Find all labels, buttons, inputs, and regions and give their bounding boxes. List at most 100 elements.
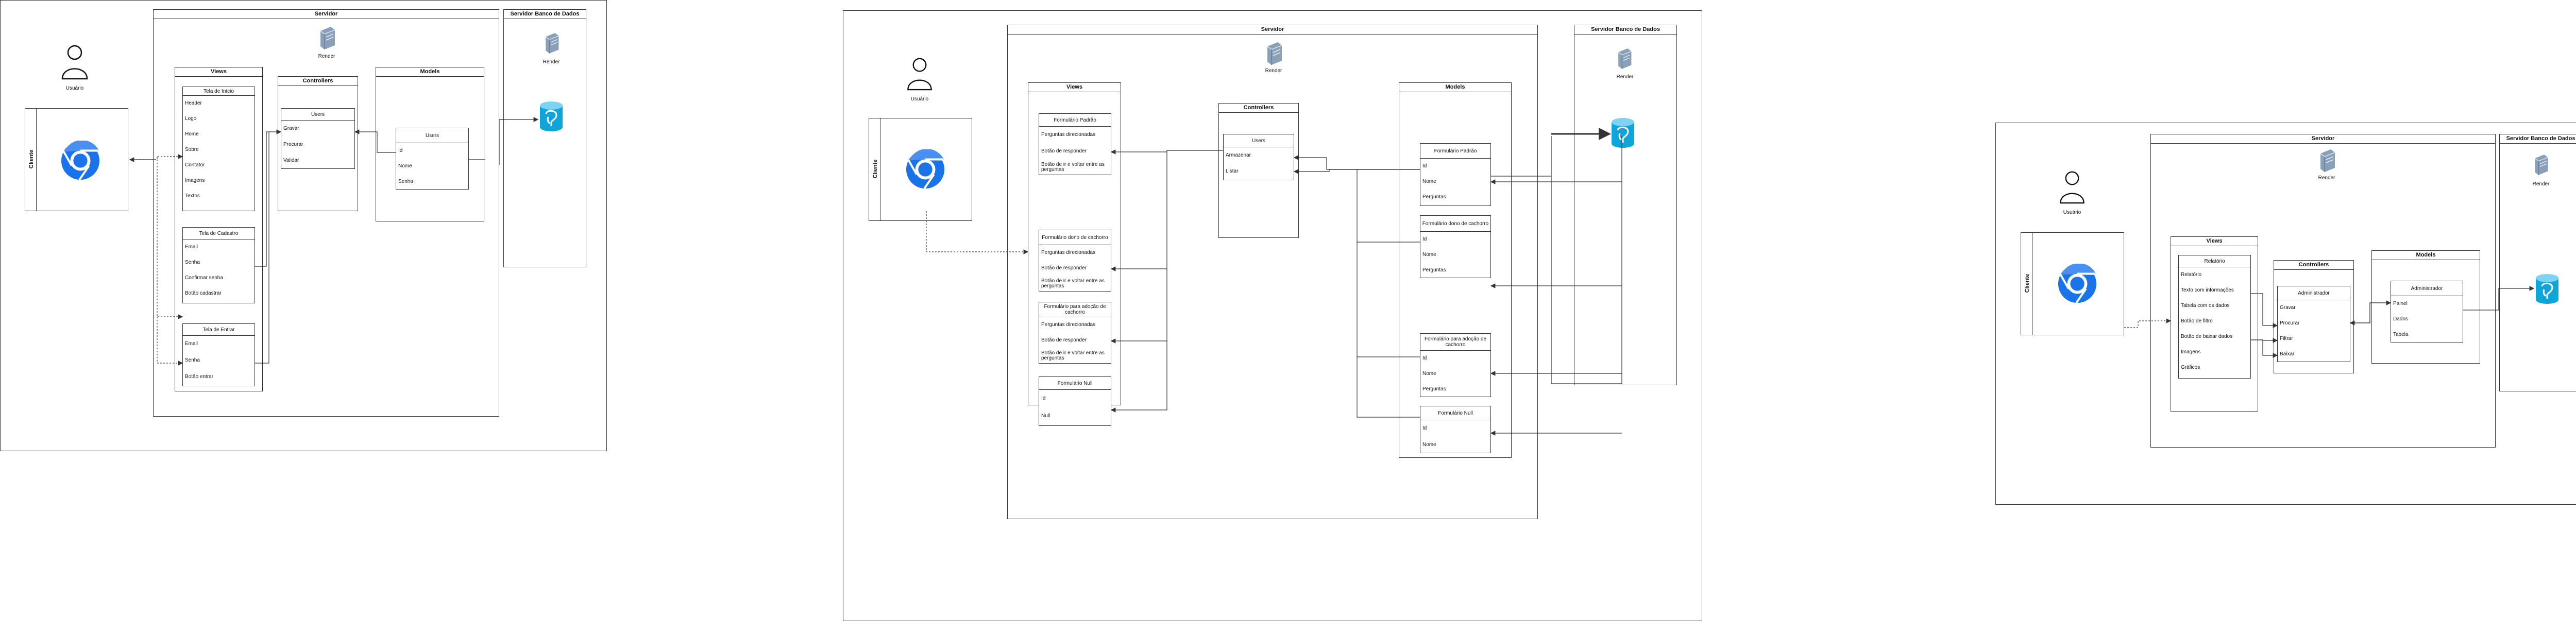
model-form-dono: Formulário dono de cachorro Id Nome Perg… [1420, 215, 1491, 278]
db-server-title: Servidor Banco de Dados [504, 10, 586, 19]
server-icon [320, 27, 335, 49]
client-title: Cliente [28, 149, 35, 169]
tela-inicio-table: Tela de Início Header Logo Home Sobre Co… [182, 87, 255, 211]
models-title: Models [1399, 83, 1511, 92]
table-title: Formulário para adoção de cachorro [1039, 302, 1111, 317]
table-row: Botão de responder [1041, 265, 1087, 271]
table-row: Armazenar [1226, 152, 1251, 158]
model-form-null: Formulário Null Id Nome [1420, 406, 1491, 453]
model-form-adocao: Formulário para adoção de cachorro Id No… [1420, 333, 1491, 397]
table-row: Botão de responder [1041, 148, 1087, 154]
render-label: Render [2532, 181, 2550, 187]
table-row: Nome [1422, 442, 1436, 448]
table-row: Perguntas [1422, 386, 1446, 392]
view-form-padrao: Formulário Padrão Perguntas direcionadas… [1039, 113, 1111, 175]
controllers-title: Controllers [2274, 261, 2353, 270]
server-title: Servidor [154, 10, 499, 19]
view-form-null: Formulário Null Id Null [1039, 376, 1111, 426]
table-row: Email [185, 244, 198, 250]
table-title: Users [396, 128, 468, 143]
chrome-icon[interactable] [60, 141, 100, 181]
user-1: Usuário [59, 44, 90, 93]
views-title: Views [175, 67, 262, 77]
ctrl-users-table-2: Users Armazenar Listar [1223, 134, 1294, 180]
table-row: Senha [185, 260, 200, 265]
table-row: Logo [185, 116, 197, 122]
table-row: Id [1422, 355, 1427, 361]
table-row: Id [1422, 236, 1427, 242]
table-title: Users [1224, 134, 1294, 147]
table-title: Tela de Entrar [183, 324, 255, 336]
table-row: Gráficos [2181, 365, 2200, 370]
table-title: Formulário para adoção de cachorro [1420, 334, 1490, 351]
model-form-padrao: Formulário Padrão Id Nome Perguntas [1420, 143, 1491, 206]
table-title: Formulário Padrão [1420, 144, 1490, 159]
table-row: Procurar [2280, 320, 2300, 326]
table-row: Imagens [2181, 349, 2201, 355]
server-icon [1267, 42, 1282, 65]
db-server-title: Servidor Banco de Dados [2500, 134, 2576, 144]
render-label: Render [2318, 175, 2335, 181]
table-row: Validar [283, 157, 299, 163]
table-row: Botão de ir e voltar entre as perguntas [1041, 350, 1105, 361]
db-server-1: Servidor Banco de Dados [503, 9, 586, 267]
postgres-icon [2536, 274, 2558, 304]
controllers-title: Controllers [278, 77, 358, 86]
table-row: Perguntas [1422, 267, 1446, 273]
table-title: Formulário Null [1420, 406, 1490, 420]
chrome-icon[interactable] [2057, 264, 2097, 304]
table-row: Gravar [283, 125, 299, 131]
table-row: Botão de responder [1041, 337, 1087, 343]
user-3: Usuário [2057, 170, 2088, 216]
table-row: Confirmar senha [185, 275, 223, 281]
table-row: Senha [398, 179, 413, 184]
controllers-title: Controllers [1219, 104, 1298, 113]
chrome-icon[interactable] [905, 149, 945, 190]
render-label: Render [543, 59, 560, 65]
view-form-dono: Formulário dono de cachorro Perguntas di… [1039, 230, 1111, 292]
table-row: Textos [185, 193, 200, 199]
models-title: Models [2372, 251, 2480, 260]
table-row: Senha [185, 357, 200, 363]
table-row: Null [1041, 413, 1050, 419]
client-3: Cliente [2021, 232, 2124, 335]
table-row: Nome [398, 163, 412, 169]
table-row: Perguntas [1422, 194, 1446, 200]
table-row: Gravar [2280, 305, 2296, 311]
table-row: Dados [2393, 316, 2408, 322]
views-title: Views [1028, 83, 1121, 92]
postgres-icon [1612, 118, 1634, 148]
table-row: Botão entrar [185, 374, 214, 380]
table-row: Botão de baixar dados [2181, 334, 2233, 339]
table-row: Contator [185, 162, 205, 168]
table-title: Formulário dono de cachorro [1039, 230, 1111, 245]
table-row: Botão cadastrar [185, 290, 222, 296]
view-relatorio-table: Relatório Relatório Texto com informaçõe… [2178, 255, 2251, 379]
table-row: Perguntas direcionadas [1041, 132, 1096, 138]
db-server-title: Servidor Banco de Dados [1574, 25, 1676, 35]
table-row: Nome [1422, 179, 1436, 184]
table-row: Id [1041, 396, 1046, 401]
client-2: Cliente [869, 118, 972, 221]
user-label: Usuário [65, 85, 84, 91]
table-row: Home [185, 131, 199, 137]
table-title: Users [281, 109, 354, 121]
server-title: Servidor [1008, 25, 1537, 35]
client-1: Cliente [25, 108, 128, 211]
user-icon [907, 58, 932, 91]
db-server-3: Servidor Banco de Dados [2499, 134, 2576, 391]
user-icon [2060, 171, 2084, 204]
table-row: Texto com informações [2181, 287, 2234, 293]
postgres-icon [540, 101, 563, 131]
client-title: Cliente [872, 159, 878, 179]
table-row: Procurar [283, 141, 303, 147]
views-title: Views [2171, 237, 2258, 246]
tela-entrar-table: Tela de Entrar Email Senha Botão entrar [182, 323, 255, 386]
ctrl-users-table: Users Gravar Procurar Validar [281, 108, 355, 169]
table-row: Relatório [2181, 272, 2202, 278]
table-title: Formulário Padrão [1039, 114, 1111, 127]
table-row: Id [1422, 425, 1427, 431]
server-icon [545, 33, 559, 54]
table-title: Tela de Início [183, 87, 255, 96]
table-row: Tabela com os dados [2181, 303, 2230, 309]
